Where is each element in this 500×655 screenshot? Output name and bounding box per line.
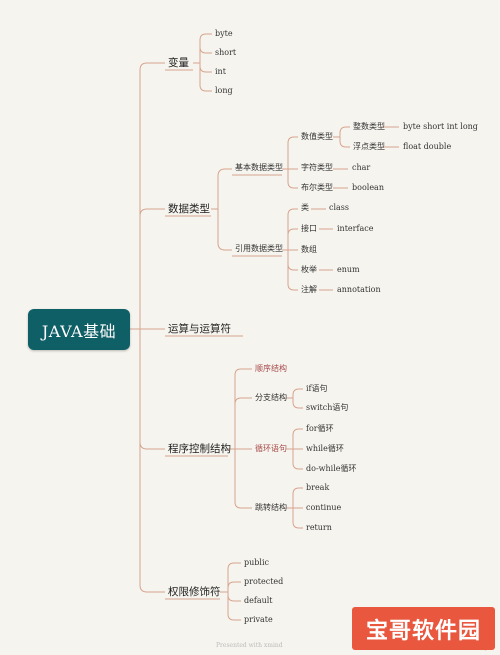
leaf-protected[interactable]: protected — [244, 577, 284, 586]
node-sequence[interactable]: 顺序结构 — [255, 364, 287, 373]
node-character[interactable]: 字符类型 — [301, 163, 333, 172]
node-boolean[interactable]: 布尔类型 — [301, 183, 333, 192]
node-variables[interactable]: 变量 — [168, 57, 189, 69]
node-numeric[interactable]: 数值类型 — [301, 132, 333, 141]
node-loop[interactable]: 循环语句 — [255, 444, 287, 453]
footer-credit: Presented with xmind — [216, 642, 283, 649]
leaf-class[interactable]: class — [329, 203, 350, 212]
leaf-continue[interactable]: continue — [306, 503, 342, 512]
node-floating[interactable]: 浮点类型 — [353, 142, 385, 151]
node-class[interactable]: 类 — [301, 203, 309, 212]
leaf-byte[interactable]: byte — [215, 29, 233, 38]
node-array[interactable]: 数组 — [301, 245, 317, 254]
leaf-boolean[interactable]: boolean — [352, 183, 384, 192]
node-datatypes[interactable]: 数据类型 — [168, 203, 210, 215]
leaf-char[interactable]: char — [352, 163, 371, 172]
node-jump[interactable]: 跳转结构 — [255, 503, 287, 512]
leaf-default[interactable]: default — [244, 596, 273, 605]
leaf-break[interactable]: break — [306, 483, 330, 492]
leaf-if[interactable]: if语句 — [306, 384, 328, 393]
node-reference-types[interactable]: 引用数据类型 — [235, 244, 283, 253]
node-modifiers[interactable]: 权限修饰符 — [168, 586, 221, 598]
leaf-for[interactable]: for循环 — [306, 424, 334, 433]
leaf-switch[interactable]: switch语句 — [306, 403, 349, 412]
leaf-return[interactable]: return — [306, 523, 332, 532]
node-operators[interactable]: 运算与运算符 — [168, 323, 231, 335]
node-enum[interactable]: 枚举 — [301, 265, 317, 274]
leaf-int[interactable]: int — [215, 67, 226, 76]
node-annotation[interactable]: 注解 — [301, 285, 317, 294]
node-branch[interactable]: 分支结构 — [255, 393, 287, 402]
leaf-interface[interactable]: interface — [337, 224, 374, 233]
leaf-public[interactable]: public — [244, 558, 269, 567]
leaf-do-while[interactable]: do-while循环 — [306, 464, 357, 473]
leaf-private[interactable]: private — [244, 615, 273, 624]
root-node[interactable]: JAVA基础 — [28, 309, 130, 350]
node-control-structures[interactable]: 程序控制结构 — [168, 443, 231, 455]
leaf-annotation[interactable]: annotation — [337, 285, 381, 294]
leaf-while[interactable]: while循环 — [306, 444, 344, 453]
leaf-enum[interactable]: enum — [337, 265, 360, 274]
node-interface[interactable]: 接口 — [301, 224, 317, 233]
node-basic-types[interactable]: 基本数据类型 — [235, 163, 283, 172]
leaf-float-types[interactable]: float double — [403, 142, 452, 151]
leaf-short[interactable]: short — [215, 48, 237, 57]
watermark-text: 宝哥软件园 — [365, 618, 481, 644]
leaf-integer-types[interactable]: byte short int long — [403, 122, 478, 131]
leaf-long[interactable]: long — [215, 86, 233, 95]
node-integer[interactable]: 整数类型 — [353, 122, 385, 131]
watermark-badge: 宝哥软件园 — [352, 607, 495, 650]
